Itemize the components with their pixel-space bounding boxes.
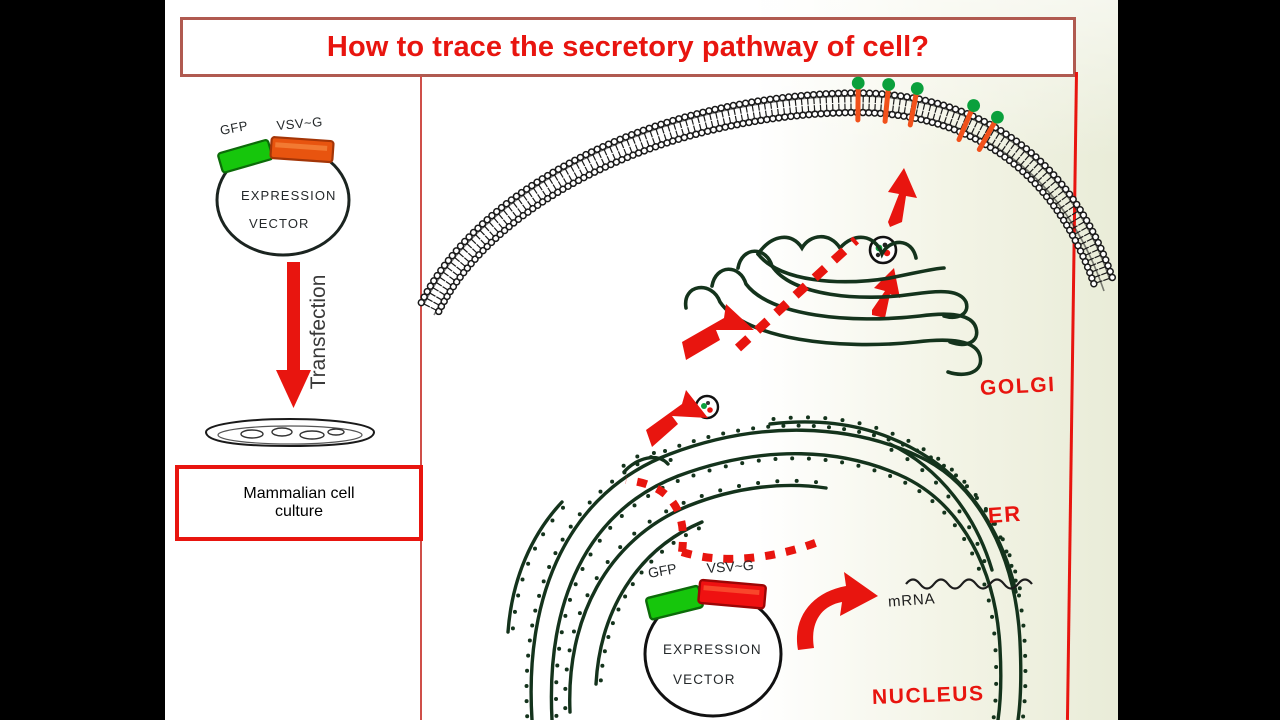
culture-caption-line2: culture <box>274 503 323 520</box>
golgi-transit-dashes <box>734 236 860 352</box>
nuclear-vsvg-label: VSV~G <box>706 557 754 576</box>
vector-name-line1: EXPRESSION <box>241 188 337 203</box>
transfection-label-wrap: Transfection <box>305 262 333 412</box>
golgi-label: GOLGI <box>979 373 1057 400</box>
transfection-label: Transfection <box>307 274 330 390</box>
nuclear-expression-vector: GFP VSV~G EXPRESSION VECTOR <box>643 557 783 718</box>
transcription-arrow <box>796 572 878 650</box>
transfection-arrow <box>276 262 311 408</box>
mammalian-cell-culture-box: Mammalian cell culture <box>175 465 423 541</box>
panel-divider-left <box>420 76 422 720</box>
endoplasmic-reticulum <box>506 420 1023 720</box>
title-box: How to trace the secretory pathway of ce… <box>180 17 1076 77</box>
mrna-strand <box>905 578 1033 590</box>
page-title: How to trace the secretory pathway of ce… <box>326 30 930 63</box>
er-export-dashes <box>625 476 820 563</box>
cell-diagram: GFP VSV~G EXPRESSION VECTOR <box>417 76 1117 720</box>
culture-caption: Mammalian cell culture <box>243 485 354 521</box>
nuclear-vector-name-line1: EXPRESSION <box>663 642 762 657</box>
er-label: ER <box>987 500 1023 529</box>
vsvg-label: VSV~G <box>276 114 323 133</box>
nucleus-label: NUCLEUS <box>871 682 986 709</box>
expression-vector-diagram: GFP VSV~G EXPRESSION VECTOR <box>215 114 351 257</box>
mrna-label: mRNA <box>887 590 936 611</box>
petri-dish-icon <box>205 418 375 448</box>
vector-name-line2: VECTOR <box>249 216 310 231</box>
culture-caption-line1: Mammalian cell <box>243 485 355 502</box>
gfp-label: GFP <box>219 118 250 138</box>
arrow-er-to-golgi <box>682 304 754 360</box>
gfp-gene-block <box>217 139 274 174</box>
nuclear-gfp-label: GFP <box>647 560 678 581</box>
plasma-membrane <box>417 89 1117 316</box>
arrow-to-lower-vesicle <box>646 390 708 447</box>
nuclear-vector-name-line2: VECTOR <box>673 672 736 687</box>
gfp-vsvg-membrane-proteins <box>851 76 1004 153</box>
vsvg-gene-block <box>269 136 335 164</box>
golgi-apparatus <box>684 234 983 377</box>
arrow-vesicle-to-membrane <box>888 168 917 227</box>
arrow-golgi-to-vesicle <box>872 268 900 318</box>
ribosomes <box>510 415 1028 720</box>
